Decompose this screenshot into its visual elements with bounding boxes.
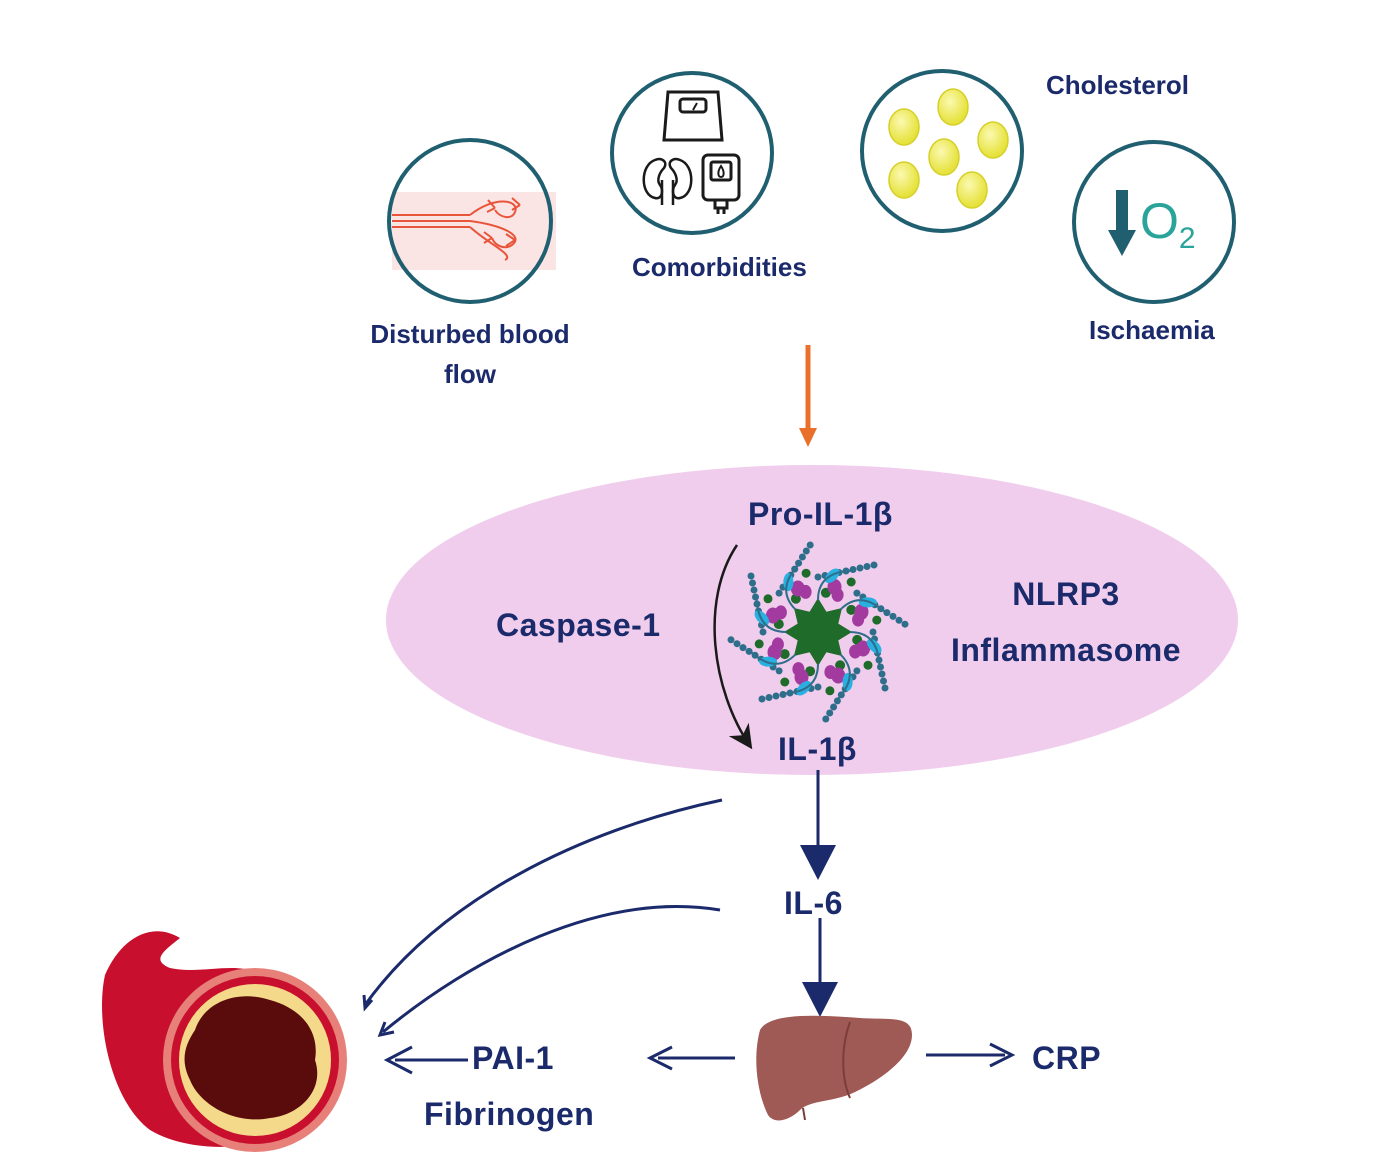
fibrinogen-label: Fibrinogen xyxy=(424,1096,595,1132)
disturbed-flow-icon xyxy=(387,138,556,304)
pro-il1b-label: Pro-IL-1β xyxy=(748,496,893,532)
nlrp3-label-line2: Inflammasome xyxy=(950,632,1182,668)
nlrp3-inflammasome-label: NLRP3 Inflammasome xyxy=(930,566,1202,678)
o2-letter: O xyxy=(1140,193,1179,249)
o2-subscript: 2 xyxy=(1178,222,1196,255)
kidneys-icon xyxy=(642,157,693,205)
ischaemia-label: Ischaemia xyxy=(1089,315,1215,345)
cholesterol-label: Cholesterol xyxy=(1046,70,1190,100)
cholesterol-icon xyxy=(860,69,1024,233)
caspase-arrow xyxy=(713,544,753,750)
disturbed-flow-label-line1: Disturbed blood xyxy=(370,319,570,349)
o2-symbol: O2 xyxy=(1140,192,1196,256)
il1b-label: IL-1β xyxy=(778,731,857,767)
caspase-1-label: Caspase-1 xyxy=(496,607,661,643)
glucometer-icon xyxy=(701,153,741,214)
cascade-arrows xyxy=(362,770,1016,1075)
comorbidities-icon xyxy=(610,71,774,235)
disturbed-flow-label: Disturbed blood flow xyxy=(352,314,588,394)
comorbidities-label: Comorbidities xyxy=(632,252,807,282)
artery-cross-section-icon xyxy=(102,931,347,1152)
pai1-label: PAI-1 xyxy=(472,1040,554,1076)
il6-label: IL-6 xyxy=(784,885,843,921)
nlrp3-inflammasome-icon xyxy=(727,541,909,723)
ischaemia-icon xyxy=(1072,140,1236,304)
liver-icon xyxy=(756,1015,912,1121)
down-arrow-icon xyxy=(1108,190,1136,256)
weight-scale-icon xyxy=(662,90,724,142)
orange-arrow xyxy=(799,345,817,447)
nlrp3-label-line1: NLRP3 xyxy=(1012,576,1120,612)
crp-label: CRP xyxy=(1032,1040,1102,1076)
disturbed-flow-label-line2: flow xyxy=(444,359,496,389)
